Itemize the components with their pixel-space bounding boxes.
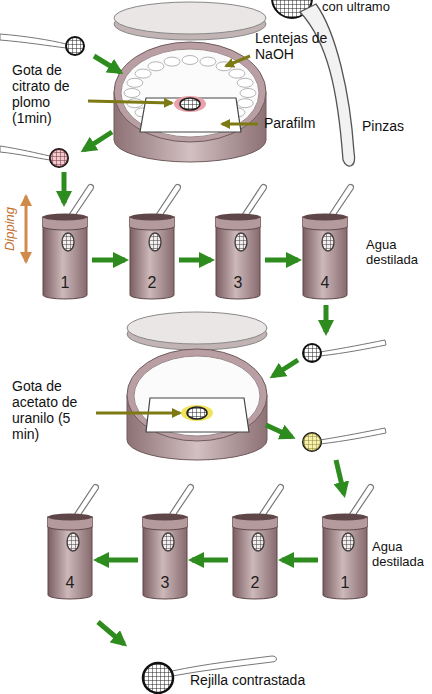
naoh-pellet — [237, 99, 253, 108]
beaker: 1 — [42, 212, 88, 300]
flow-arrow — [92, 258, 125, 263]
naoh-pellet — [240, 89, 256, 98]
beaker-number: 1 — [61, 274, 70, 292]
naoh-pellet — [135, 69, 151, 78]
flow-arrow — [265, 258, 298, 263]
action-label: Dipping — [3, 207, 18, 251]
naoh-pellet — [229, 69, 245, 78]
beaker-number: 3 — [234, 274, 243, 292]
bath-label: Agua destilada — [372, 540, 430, 570]
bath-label: Agua destilada — [366, 238, 430, 268]
beaker-number: 2 — [148, 274, 157, 292]
flow-arrow — [179, 258, 211, 263]
part-label: Lentejas de NaOH — [255, 30, 335, 62]
beaker-number: 3 — [161, 574, 170, 592]
naoh-pellet — [127, 78, 143, 87]
beaker-number: 4 — [66, 574, 75, 592]
part-label: Pinzas — [362, 118, 422, 134]
naoh-pellet — [182, 56, 198, 65]
beaker: 2 — [232, 512, 278, 600]
header-label: con ultramo — [322, 0, 432, 15]
naoh-pellet — [200, 57, 216, 66]
beaker: 4 — [302, 212, 348, 300]
beaker-number: 2 — [251, 574, 260, 592]
reagent-label: Gota de citrato de plomo (1min) — [12, 62, 90, 126]
flow-arrow — [97, 558, 138, 563]
naoh-pellet — [124, 89, 140, 98]
naoh-pellet — [164, 57, 180, 66]
naoh-pellet — [148, 62, 164, 71]
beaker-number: 1 — [341, 574, 350, 592]
reagent-label: Gota de acetato de uranilo (5 min) — [12, 378, 94, 442]
flow-arrow — [192, 558, 228, 563]
beaker: 4 — [47, 512, 93, 600]
beaker: 3 — [142, 512, 188, 600]
result-label: Rejilla contrastada — [190, 672, 360, 688]
beaker: 3 — [215, 212, 261, 300]
beaker-number: 4 — [321, 274, 330, 292]
flow-arrow — [282, 558, 318, 563]
part-label: Parafilm — [264, 115, 334, 131]
beaker: 2 — [129, 212, 175, 300]
naoh-pellet — [237, 78, 253, 87]
beaker: 1 — [322, 512, 368, 600]
